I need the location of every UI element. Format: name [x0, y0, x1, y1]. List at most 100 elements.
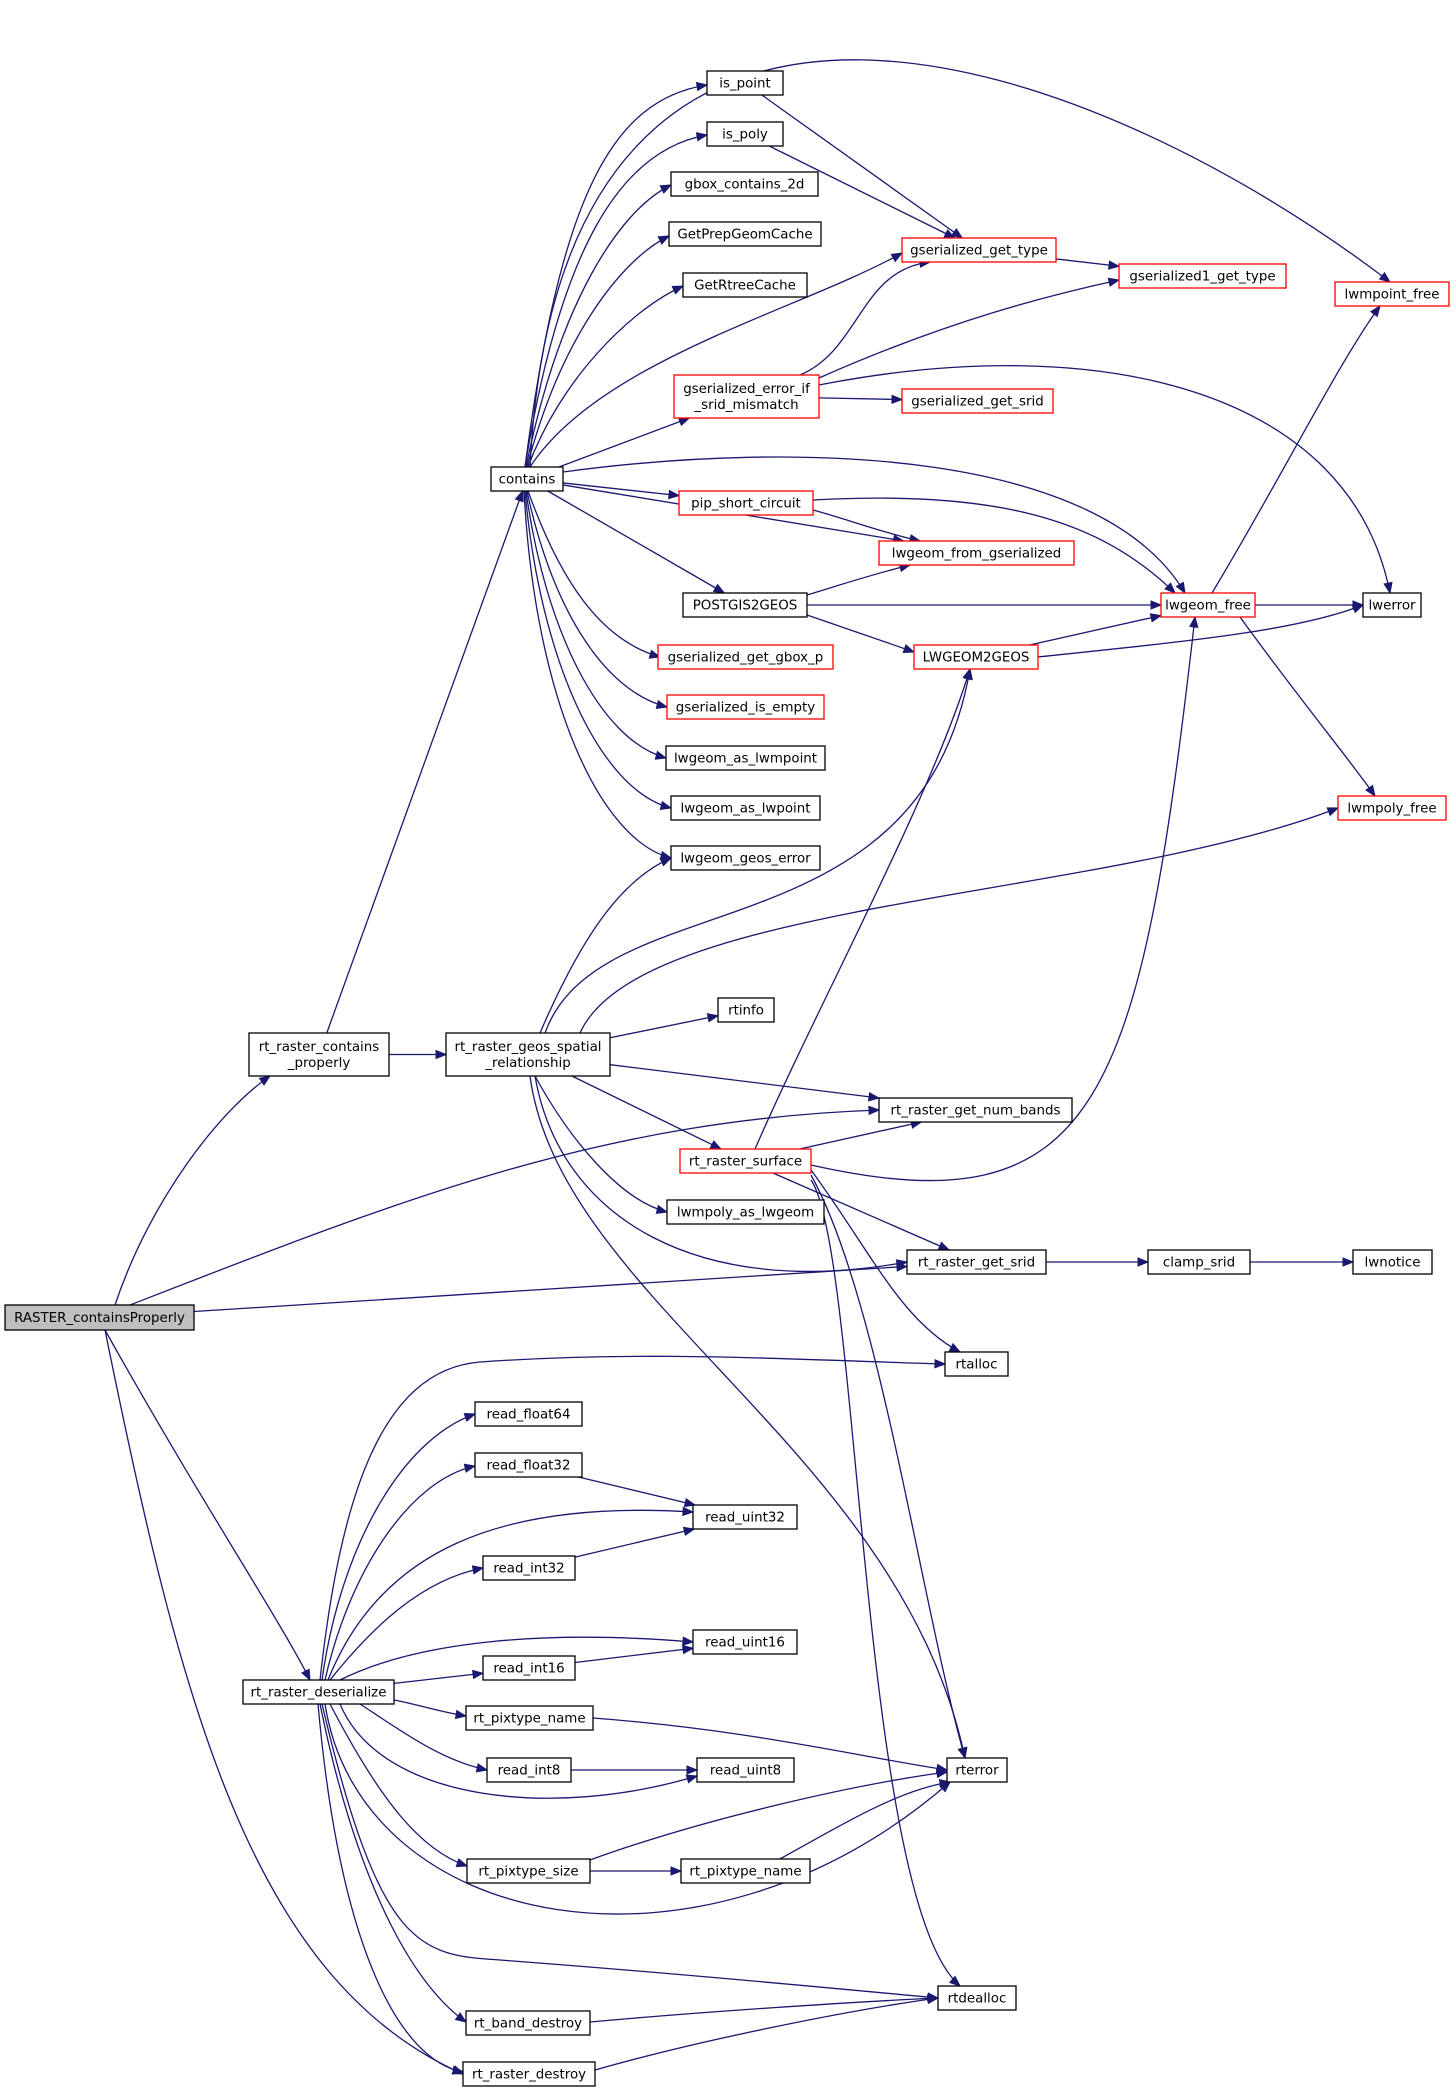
node-rt-raster-get-num-bands[interactable]: rt_raster_get_num_bands	[878, 1097, 1073, 1123]
arrowhead-rt-raster-deserialize-to-read-int32	[471, 1565, 485, 1575]
arrowhead-read-int8-to-read-uint8	[686, 1765, 699, 1775]
node-pip-short-circuit[interactable]: pip_short_circuit	[678, 490, 814, 516]
node-is-poly[interactable]: is_poly	[706, 121, 784, 147]
edge-rt-raster-surface-to-lwgeom-free	[810, 616, 1196, 1182]
node-lwnotice[interactable]: lwnotice	[1352, 1249, 1433, 1275]
node-gserialized1-get-type[interactable]: gserialized1_get_type	[1118, 263, 1287, 289]
node-lwmpoly-as-lwgeom[interactable]: lwmpoly_as_lwgeom	[666, 1199, 825, 1225]
node-lwgeom-from-gserialized[interactable]: lwgeom_from_gserialized	[878, 540, 1075, 566]
node-rt-raster-contains-properly[interactable]: rt_raster_contains_properly	[248, 1032, 390, 1077]
node-read-float64[interactable]: read_float64	[474, 1401, 583, 1427]
node-rt-raster-get-srid[interactable]: rt_raster_get_srid	[906, 1249, 1047, 1275]
node-read-int16[interactable]: read_int16	[482, 1655, 576, 1681]
node-lwmpoint-free[interactable]: lwmpoint_free	[1334, 281, 1450, 307]
node-read-int32[interactable]: read_int32	[482, 1555, 576, 1581]
node-box	[668, 221, 822, 247]
arrowhead-raster-containsproperly-to-rt-raster-contains-properly	[258, 1075, 272, 1086]
node-lwmpoly-free[interactable]: lwmpoly_free	[1337, 795, 1447, 821]
node-read-uint32[interactable]: read_uint32	[692, 1504, 798, 1530]
node-rt-pixtype-name-1[interactable]: rt_pixtype_name	[465, 1705, 594, 1731]
node-lwgeom-as-lwmpoint[interactable]: lwgeom_as_lwmpoint	[665, 745, 826, 771]
edge-read-int16-to-read-uint16	[574, 1647, 694, 1664]
node-box	[486, 1757, 572, 1783]
node-is-point[interactable]: is_point	[706, 70, 784, 96]
arrowhead-rt-raster-surface-to-rt-raster-get-srid	[937, 1241, 951, 1251]
node-rtdealloc[interactable]: rtdealloc	[937, 1985, 1017, 2011]
arrowhead-rt-raster-deserialize-to-read-int16	[472, 1669, 485, 1680]
node-rt-raster-surface[interactable]: rt_raster_surface	[679, 1148, 812, 1174]
arrowhead-rt-raster-deserialize-to-rtalloc	[934, 1358, 947, 1369]
node-lwgeom2geos[interactable]: LWGEOM2GEOS	[913, 644, 1039, 670]
node-gserialized-get-srid[interactable]: gserialized_get_srid	[901, 388, 1054, 414]
node-box	[906, 1249, 1047, 1275]
node-raster-containsproperly[interactable]: RASTER_containsProperly	[4, 1304, 195, 1331]
node-clamp-srid[interactable]: clamp_srid	[1147, 1249, 1251, 1275]
node-box	[937, 1985, 1017, 2011]
node-box	[678, 490, 814, 516]
node-read-int8[interactable]: read_int8	[486, 1757, 572, 1783]
node-getrtreecache[interactable]: GetRtreeCache	[682, 272, 808, 298]
node-box	[1337, 795, 1447, 821]
edge-rt-raster-destroy-to-rtdealloc	[594, 1997, 939, 2071]
node-read-float32[interactable]: read_float32	[474, 1452, 583, 1478]
node-box	[1352, 1249, 1433, 1275]
arrowhead-contains-to-lwgeom-free	[1175, 581, 1186, 595]
node-rt-raster-geos-spatial-relationship[interactable]: rt_raster_geos_spatial_relationship	[445, 1032, 611, 1077]
arrowhead-contains-to-pip-short-circuit	[668, 489, 681, 500]
node-label: _relationship	[484, 1056, 570, 1071]
node-gserialized-error-if-srid-mismatch[interactable]: gserialized_error_if_srid_mismatch	[673, 374, 820, 419]
node-rtalloc[interactable]: rtalloc	[944, 1351, 1009, 1377]
arrowhead-read-int32-to-read-uint32	[682, 1526, 696, 1537]
node-read-uint16[interactable]: read_uint16	[692, 1629, 798, 1655]
node-label: rt_raster_destroy	[472, 2068, 586, 2083]
node-lwgeom-geos-error[interactable]: lwgeom_geos_error	[670, 845, 821, 871]
node-label: rt_raster_deserialize	[251, 1686, 387, 1701]
node-contains[interactable]: contains	[490, 466, 564, 492]
arrowhead-raster-containsproperly-to-rt-raster-get-num-bands	[868, 1105, 881, 1116]
edge-raster-containsproperly-to-rt-raster-contains-properly	[114, 1075, 271, 1306]
node-gserialized-get-type[interactable]: gserialized_get_type	[901, 237, 1057, 263]
node-rt-raster-destroy[interactable]: rt_raster_destroy	[462, 2061, 596, 2087]
edge-gserialized-error-if-srid-mismatch-to-gserialized-get-srid	[818, 397, 903, 401]
node-gserialized-is-empty[interactable]: gserialized_is_empty	[666, 694, 825, 720]
edge-contains-to-gbox-contains-2d	[525, 184, 672, 468]
node-gbox-contains-2d[interactable]: gbox_contains_2d	[670, 171, 819, 197]
node-label: rtalloc	[956, 1358, 998, 1373]
node-rt-raster-deserialize[interactable]: rt_raster_deserialize	[242, 1679, 395, 1705]
node-rt-pixtype-size[interactable]: rt_pixtype_size	[466, 1858, 591, 1884]
node-box	[878, 540, 1075, 566]
edge-rt-raster-geos-spatial-relationship-to-lwmpoly-as-lwgeom	[534, 1075, 668, 1213]
node-box	[878, 1097, 1073, 1123]
node-label: rt_raster_geos_spatial	[454, 1040, 601, 1055]
node-box	[706, 121, 784, 147]
node-rterror[interactable]: rterror	[946, 1757, 1008, 1783]
edge-rt-raster-surface-to-rtalloc	[810, 1169, 961, 1353]
arrowhead-postgis2geos-to-lwgeom-free	[1150, 600, 1163, 610]
node-lwgeom-as-lwpoint[interactable]: lwgeom_as_lwpoint	[670, 795, 821, 821]
node-box	[1118, 263, 1287, 289]
edge-rt-raster-deserialize-to-rt-band-destroy	[319, 1703, 467, 2023]
arrowhead-lwgeom-free-to-lwmpoly-free	[1365, 784, 1376, 798]
node-gserialized-get-gbox-p[interactable]: gserialized_get_gbox_p	[657, 644, 834, 670]
node-lwerror[interactable]: lwerror	[1362, 592, 1422, 618]
arrowhead-rt-raster-surface-to-rtalloc	[948, 1342, 962, 1353]
arrowhead-gserialized-error-if-srid-mismatch-to-gserialized1-get-type	[1107, 277, 1121, 287]
arrowhead-pip-short-circuit-to-lwgeom-free	[1164, 582, 1176, 594]
node-label: GetRtreeCache	[694, 279, 796, 294]
node-box	[679, 1148, 812, 1174]
node-box	[670, 171, 819, 197]
node-getprepgeomcache[interactable]: GetPrepGeomCache	[668, 221, 822, 247]
arrowhead-rt-raster-geos-spatial-relationship-to-rt-raster-get-num-bands	[867, 1092, 881, 1102]
node-rtinfo[interactable]: rtinfo	[717, 997, 775, 1023]
arrowhead-rt-raster-geos-spatial-relationship-to-rt-raster-surface	[709, 1140, 723, 1150]
edge-contains-to-lwmpoint-free	[529, 59, 1391, 468]
node-box	[944, 1351, 1009, 1377]
node-box	[1147, 1249, 1251, 1275]
node-postgis2geos[interactable]: POSTGIS2GEOS	[682, 592, 808, 618]
node-rt-band-destroy[interactable]: rt_band_destroy	[465, 2010, 591, 2036]
node-lwgeom-free[interactable]: lwgeom_free	[1160, 592, 1256, 618]
node-rt-pixtype-name-2[interactable]: rt_pixtype_name	[680, 1858, 811, 1884]
edge-rt-raster-surface-to-rt-raster-get-num-bands	[799, 1121, 922, 1150]
node-read-uint8[interactable]: read_uint8	[696, 1757, 795, 1783]
